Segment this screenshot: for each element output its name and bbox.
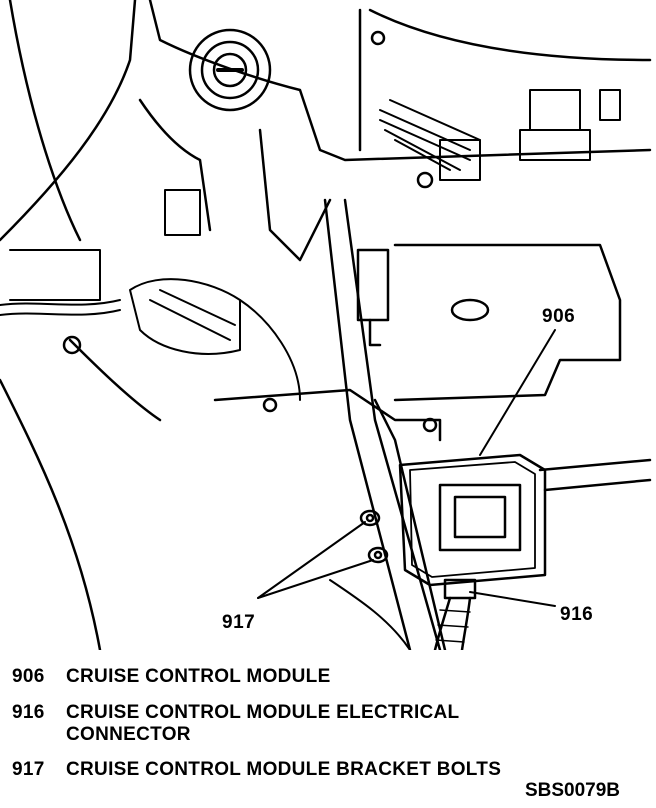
left-body-panel	[0, 0, 137, 242]
cruise-module-location-illustration	[0, 0, 652, 650]
center-console	[148, 0, 652, 162]
leader-906	[479, 329, 556, 456]
callout-916: 916	[560, 604, 594, 625]
legend-description: CRUISE CONTROL MODULE	[66, 666, 331, 687]
figure-id: SBS0079B	[524, 780, 620, 801]
upper-dash-panel	[358, 8, 652, 152]
lower-left-brace	[68, 338, 162, 422]
lower-harness	[329, 579, 411, 650]
legend-number: 917	[12, 759, 45, 780]
leader-917-b	[257, 559, 374, 599]
legend-number: 916	[12, 702, 45, 723]
dash-bolt-upper	[370, 30, 386, 46]
left-edge-curve	[0, 378, 102, 650]
support-brace	[213, 388, 442, 442]
callout-906: 906	[542, 306, 576, 327]
callout-917: 917	[222, 612, 256, 633]
bracket-bolt-upper	[359, 509, 381, 527]
legend-number: 906	[12, 666, 45, 687]
ignition-lock-cylinder	[188, 28, 272, 112]
left-wiring-harness	[0, 189, 301, 401]
module-bracket	[323, 198, 447, 650]
cruise-control-module	[398, 453, 652, 587]
leader-917-a	[257, 521, 366, 599]
leader-916	[469, 591, 556, 607]
legend-description: CRUISE CONTROL MODULE ELECTRICAL	[66, 702, 460, 723]
legend-description: CRUISE CONTROL MODULE BRACKET BOLTS	[66, 759, 502, 780]
electrical-connector	[433, 578, 477, 650]
upper-connector	[356, 248, 390, 322]
legend-description-continued: CONNECTOR	[66, 724, 191, 745]
upper-wiring-harness	[379, 89, 621, 181]
bracket-bolt-lower	[367, 546, 389, 564]
dash-bolt-lower	[416, 171, 434, 189]
rear-panel	[393, 243, 622, 402]
